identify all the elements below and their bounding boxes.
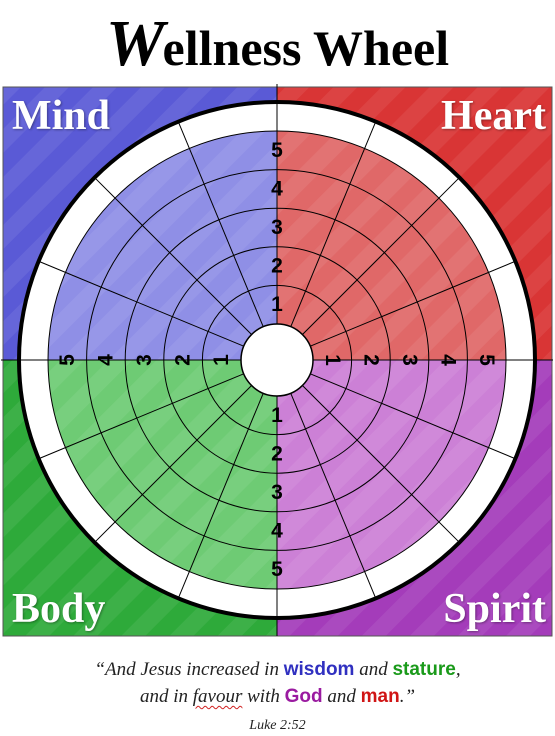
spoke-675 xyxy=(290,393,377,599)
scale-label-right-2: 2 xyxy=(359,354,382,366)
title-first-letter: W xyxy=(105,7,165,80)
quote-open: “And Jesus increased in xyxy=(94,659,284,680)
center-hub xyxy=(240,323,314,397)
scale-label-up-5: 5 xyxy=(271,139,283,162)
scale-label-right-3: 3 xyxy=(398,354,421,366)
scale-label-down-3: 3 xyxy=(271,481,283,504)
quadrant-label-heart: Heart xyxy=(441,93,546,139)
scale-label-right-1: 1 xyxy=(321,354,344,366)
scale-label-right-4: 4 xyxy=(437,354,460,366)
scale-label-up-2: 2 xyxy=(271,255,283,278)
quote-close: .” xyxy=(399,686,416,707)
quote-comma: , xyxy=(455,659,461,680)
scale-label-right-5: 5 xyxy=(475,354,498,366)
scripture-quote: “And Jesus increased in wisdom and statu… xyxy=(0,656,555,710)
spoke-450 xyxy=(302,385,460,543)
title-rest: ellness Wheel xyxy=(162,20,450,76)
quadrant-label-body: Body xyxy=(12,586,106,632)
scale-label-left-3: 3 xyxy=(133,354,156,366)
spoke-2025 xyxy=(38,260,244,347)
quote-word-stature: stature xyxy=(392,659,456,680)
quote-word-wisdom: wisdom xyxy=(283,659,355,680)
spoke-2250 xyxy=(94,177,252,335)
spoke-1125 xyxy=(177,393,264,599)
quote-and-1: and xyxy=(354,659,393,680)
quadrant-label-mind: Mind xyxy=(12,93,111,139)
quote-with: with xyxy=(242,686,285,707)
spoke-3150 xyxy=(302,177,460,335)
page-title: Wellness Wheel xyxy=(0,6,555,80)
scale-label-up-3: 3 xyxy=(271,216,283,239)
scale-label-left-5: 5 xyxy=(56,354,79,366)
scale-label-left-2: 2 xyxy=(172,354,195,366)
quote-line2-start: and in xyxy=(139,686,193,707)
spoke-225 xyxy=(310,373,516,460)
scale-label-left-1: 1 xyxy=(210,354,233,366)
scale-label-up-1: 1 xyxy=(271,293,283,316)
scale-label-up-4: 4 xyxy=(271,177,283,200)
wellness-wheel: 1 2 3 4 5 1 2 3 4 5 1 2 3 4 5 1 2 3 4 5 xyxy=(1,84,553,637)
spoke-2475 xyxy=(177,121,264,327)
scale-label-left-4: 4 xyxy=(94,354,117,366)
quadrant-label-spirit: Spirit xyxy=(443,586,546,632)
quote-word-man: man xyxy=(360,686,400,707)
quote-and-2: and xyxy=(322,686,361,707)
spoke-3375 xyxy=(310,260,516,347)
spoke-1575 xyxy=(38,373,244,460)
quote-word-god: God xyxy=(284,686,323,707)
scripture-citation: Luke 2:52 xyxy=(249,718,306,733)
spoke-1350 xyxy=(94,385,252,543)
scale-label-down-1: 1 xyxy=(271,404,283,427)
scale-label-down-5: 5 xyxy=(271,558,283,581)
spoke-2925 xyxy=(290,121,377,327)
scale-label-down-2: 2 xyxy=(271,442,283,465)
scale-label-down-4: 4 xyxy=(271,520,283,543)
quote-word-favour: favour xyxy=(192,686,243,707)
